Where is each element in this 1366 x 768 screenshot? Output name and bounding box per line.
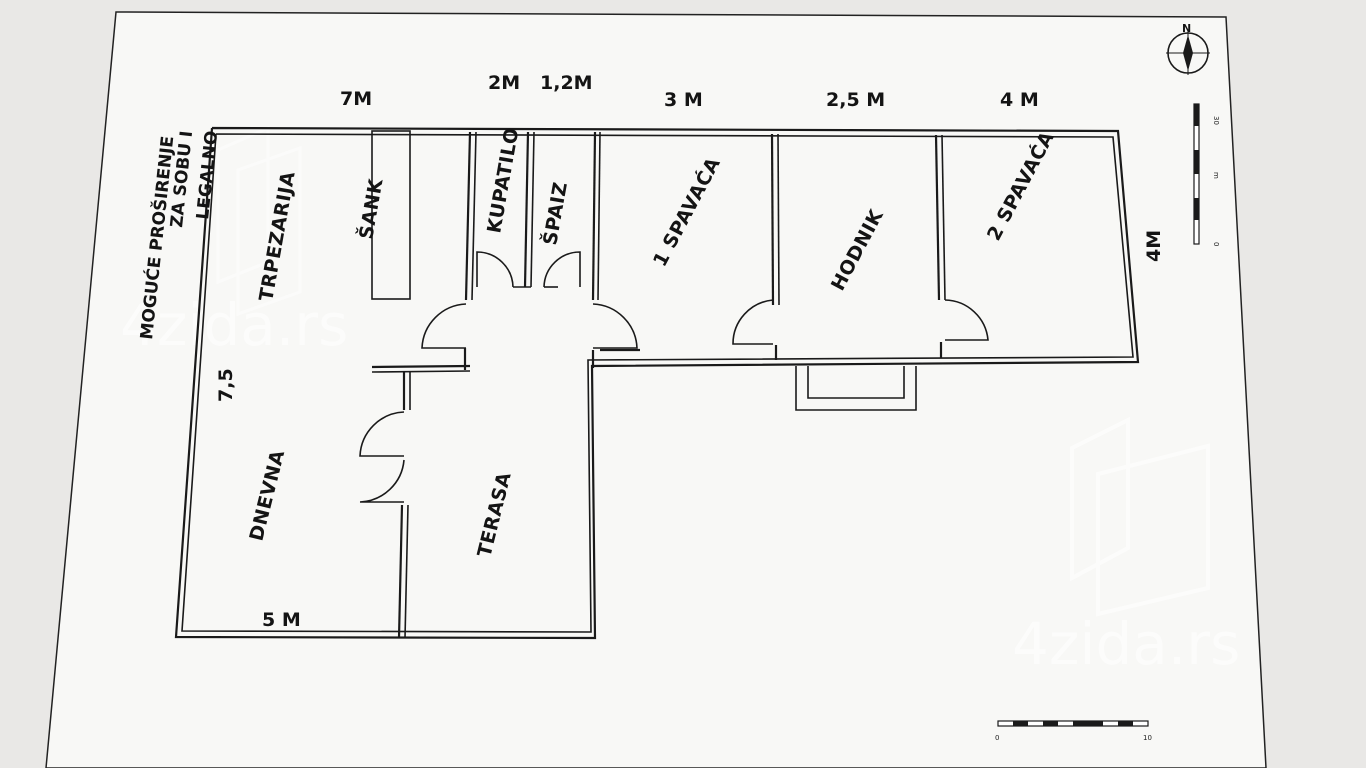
dimension-bedroom1-width: 3 M bbox=[664, 89, 703, 111]
watermark-logo-right bbox=[1070, 416, 1210, 617]
horizontal-scale-start: 0 bbox=[995, 734, 999, 742]
bar-counter bbox=[371, 130, 411, 300]
compass-icon bbox=[1166, 31, 1210, 75]
dimension-pantry-width: 1,2M bbox=[540, 72, 593, 94]
door-swings bbox=[359, 251, 989, 503]
vertical-scale-unit: m bbox=[1212, 172, 1220, 179]
dimension-living-depth: 7,5 bbox=[215, 368, 237, 402]
vertical-scale-top: 30 bbox=[1212, 116, 1220, 125]
dimension-bathroom-width: 2M bbox=[488, 72, 520, 94]
vertical-scale-bottom: 0 bbox=[1212, 242, 1220, 246]
dimension-living-width: 5 M bbox=[262, 609, 301, 631]
vertical-scale-bar bbox=[1193, 103, 1200, 245]
dimension-bedroom2-depth: 4M bbox=[1143, 230, 1165, 262]
dimension-dining-width: 7M bbox=[340, 88, 372, 110]
watermark-logo-left bbox=[216, 125, 302, 317]
compass-north-label: N bbox=[1182, 22, 1191, 35]
watermark-text-left: 4zida.rs bbox=[120, 291, 348, 359]
paper-sheet bbox=[45, 11, 1267, 768]
interior-walls bbox=[371, 130, 946, 639]
dimension-bedroom2-width: 4 M bbox=[1000, 89, 1039, 111]
watermark-text-right: 4zida.rs bbox=[1012, 610, 1240, 678]
dimension-hallway-width: 2,5 M bbox=[826, 89, 885, 111]
horizontal-scale-bar bbox=[997, 720, 1149, 727]
horizontal-scale-end: 10 bbox=[1143, 734, 1152, 742]
